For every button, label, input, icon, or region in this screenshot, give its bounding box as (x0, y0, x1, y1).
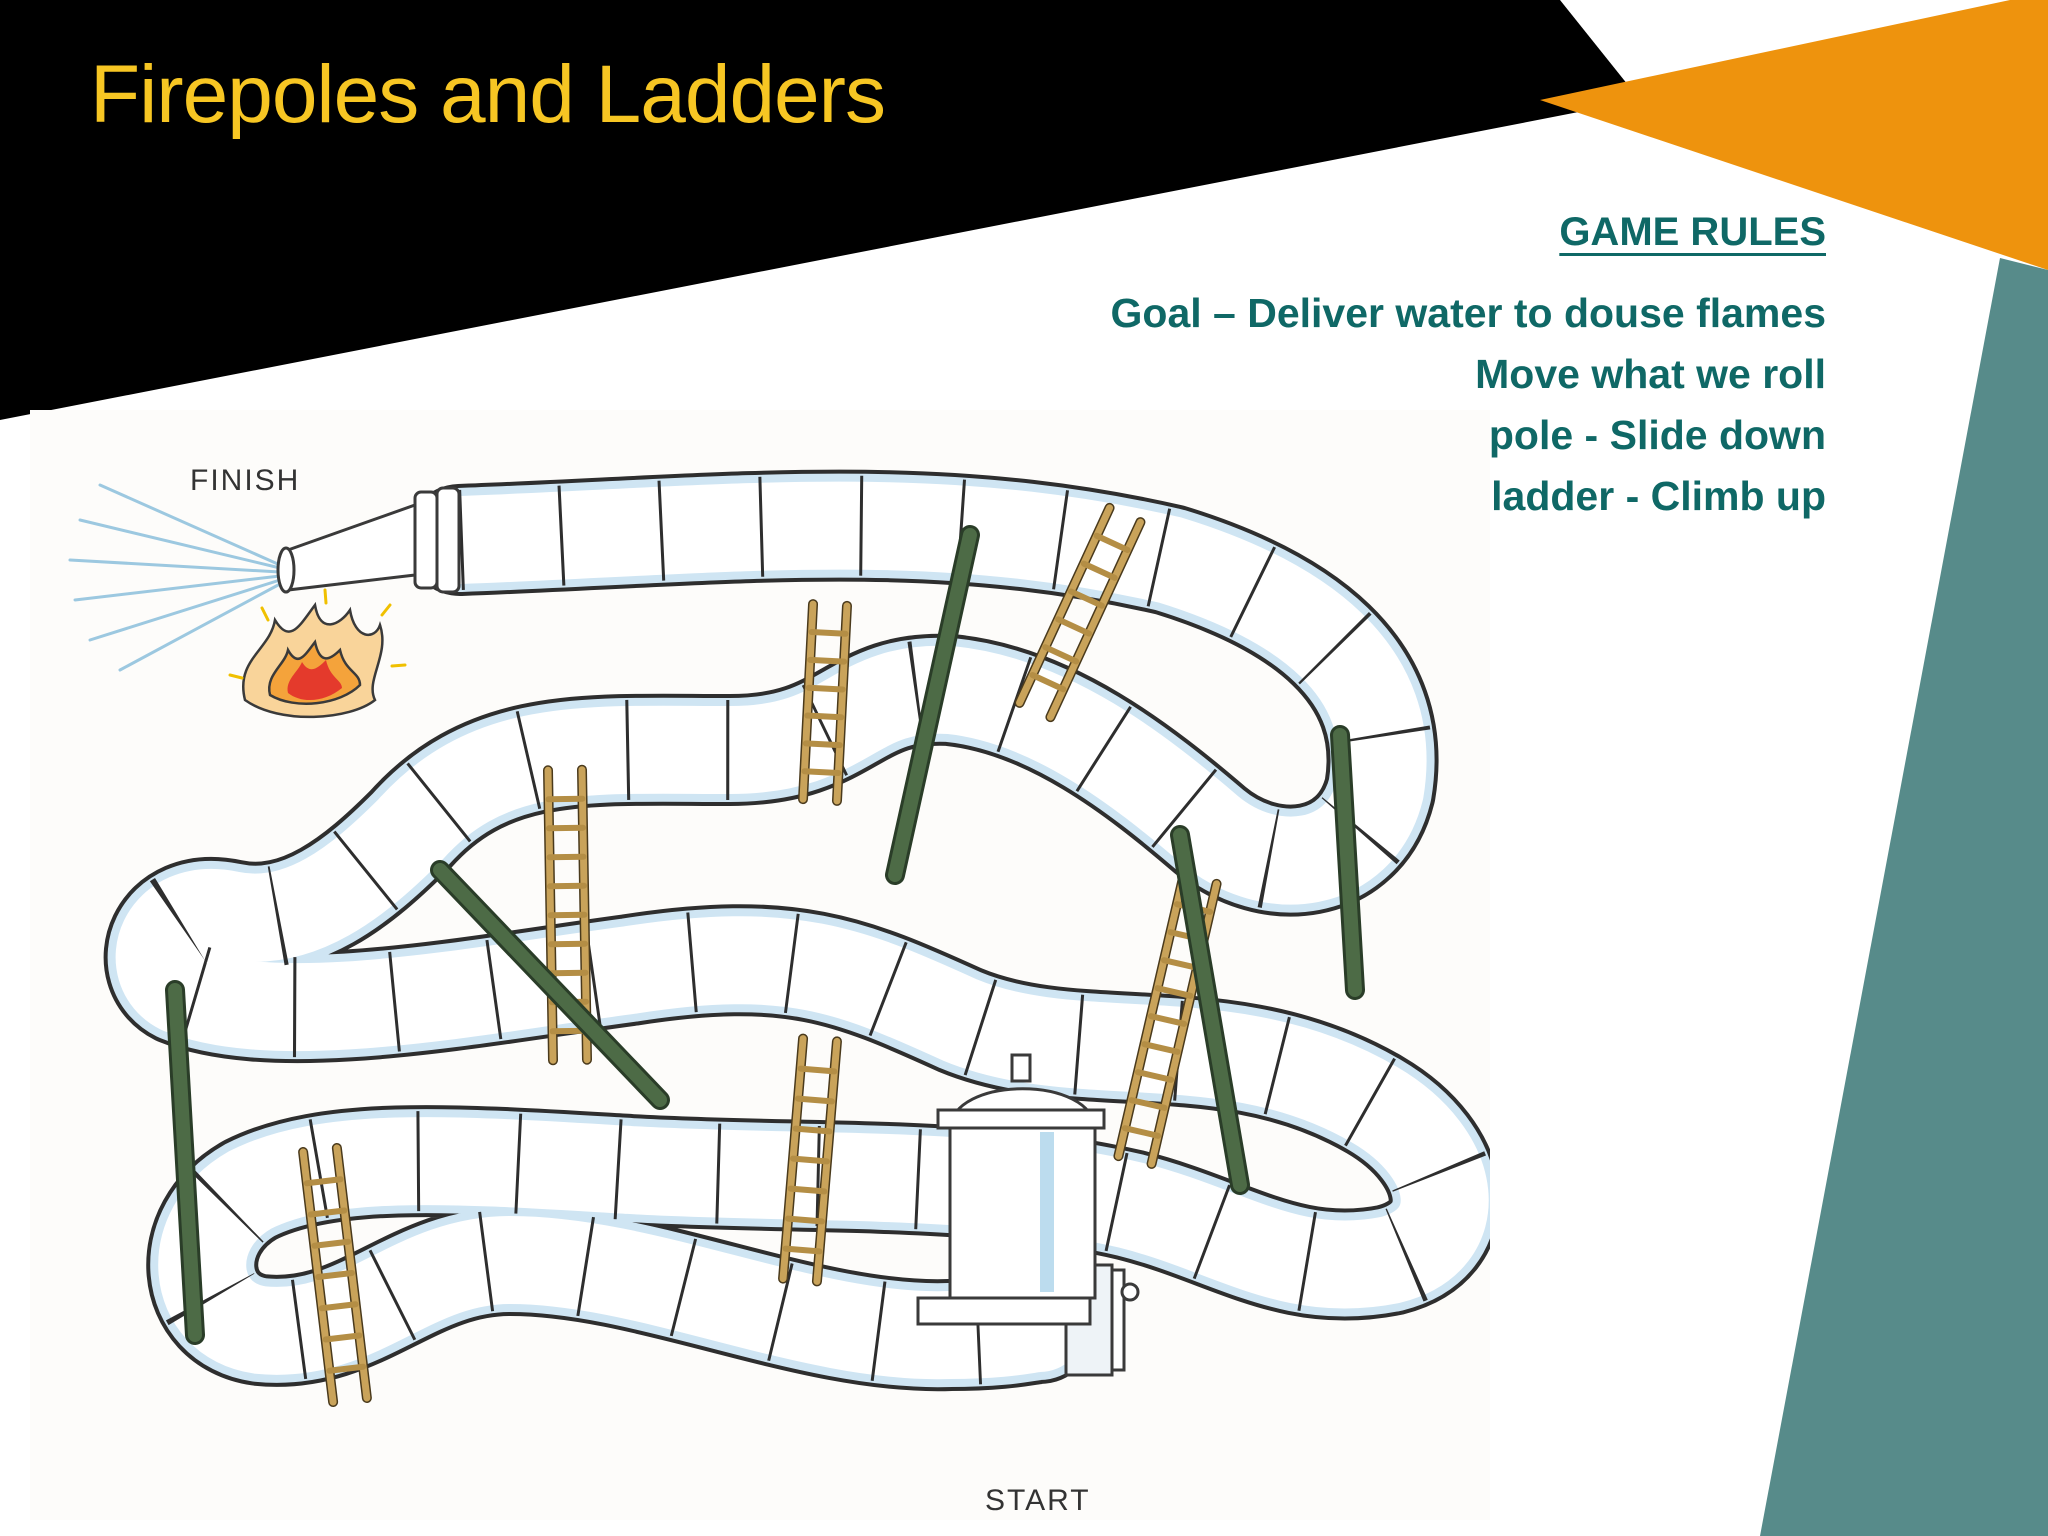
rule-move: Move what we roll (1475, 351, 1826, 397)
firepole-icon (1330, 725, 1365, 1000)
ladder-icon (798, 599, 852, 806)
game-board: FINISH (30, 410, 1501, 1520)
ladder-icon (1014, 502, 1146, 723)
board-track (103, 469, 1501, 1392)
ladder-icon (778, 1033, 842, 1287)
firepole-icon (885, 525, 980, 885)
fire-hydrant-icon (916, 1053, 1140, 1377)
orange-accent-shape (1540, 0, 2048, 270)
water-spray-icon (68, 483, 282, 672)
firepoles (165, 525, 1365, 1345)
ladder-icon (298, 1142, 372, 1408)
firepole-icon (1170, 825, 1250, 1195)
hose-nozzle-icon (276, 486, 461, 594)
game-rules-heading: GAME RULES (1559, 210, 1826, 254)
firepole-icon (430, 860, 670, 1110)
fire-icon (228, 588, 407, 719)
game-board-illustration: FINISH (30, 410, 1501, 1520)
track-fill (115, 481, 1489, 1380)
firepole-icon (165, 980, 205, 1345)
teal-accent-shape (1760, 258, 2048, 1536)
finish-label: FINISH (190, 464, 300, 497)
rule-goal: Goal – Deliver water to douse flames (1110, 290, 1826, 336)
slide-title: Firepoles and Ladders (90, 49, 886, 140)
black-header-band (0, 0, 1640, 420)
start-label: START (985, 1484, 1091, 1517)
